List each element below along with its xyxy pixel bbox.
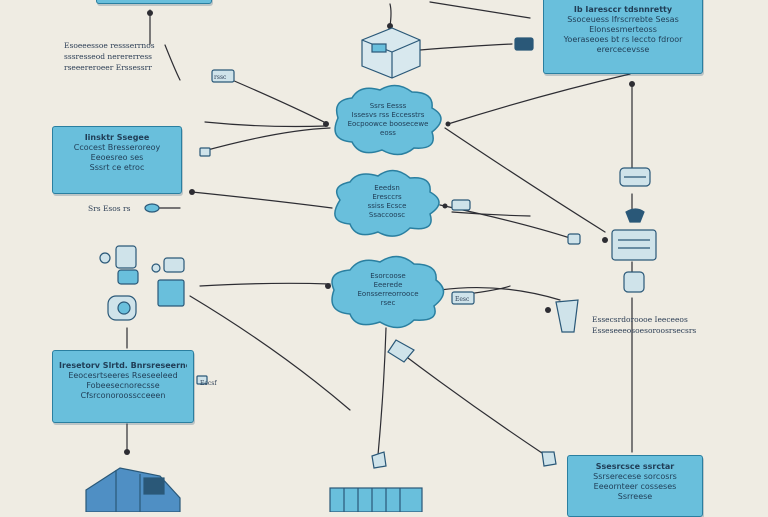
- cloud-node-bottom: [331, 255, 445, 329]
- note-line: sssresseod nerererress: [64, 52, 153, 61]
- plug-icon: [371, 451, 557, 469]
- cloud-bottom-text: Esorcoose Eeerede Eonsserreorrooce rsec: [336, 272, 440, 308]
- printer-icon: [555, 299, 579, 333]
- note-line: Essecsrdoroooe Ieeceeos: [592, 315, 688, 324]
- note-right-mid: Essecsrdoroooe Ieeceeos Esseseeeosoesoro…: [592, 314, 696, 336]
- box-top-right: Ib Iaresccr tdsnnretty Ssoceuess Ifrscrr…: [543, 0, 703, 74]
- box-line: Ssrreese: [617, 492, 653, 501]
- box-line: Ssoceuess Ifrscrrebte Sesas: [567, 15, 679, 24]
- box-bottom-right: Ssesrcsce ssrctar Ssrserecese sorcosrs E…: [567, 455, 703, 517]
- box-title: Iresetorv Slrtd. Bnrsreseernors: [59, 361, 187, 370]
- note-small-b: Eesc: [455, 294, 469, 305]
- connector-line: [377, 327, 387, 456]
- cloud-shapes: [331, 84, 445, 329]
- connector-line: [444, 127, 606, 233]
- note-line: Esoeeessoe ressserrnos: [64, 41, 155, 50]
- note-small-a: rssc: [214, 72, 226, 83]
- box-title: Iinsktr Ssegee: [84, 133, 150, 142]
- data-center-building-icon: [85, 467, 181, 512]
- box-title: Ssesrcsce ssrctar: [595, 462, 675, 471]
- cloud-line: Eeerede: [373, 281, 403, 289]
- device-icons: [85, 27, 657, 512]
- box-top-center-edge: [96, 0, 212, 4]
- cloud-line: Eonsserreorrooce: [357, 290, 419, 298]
- note-small-c: Eecsf: [200, 378, 217, 389]
- cloud-node-middle: [334, 169, 440, 237]
- mini-device-icon: [196, 37, 581, 385]
- box-left-upper: Iinsktr Ssegee Ccocest Bresseroreoy Eeoe…: [52, 126, 182, 194]
- box-line: Ccocest Bresseroreoy: [73, 143, 161, 152]
- cloud-node-top: [334, 84, 442, 156]
- cloud-line: Eresccrs: [372, 193, 402, 201]
- connector-line: [189, 295, 351, 411]
- box-title: Ib Iaresccr tdsnnretty: [573, 5, 673, 14]
- note-line: Eesc: [455, 296, 470, 303]
- box-left-lower: Iresetorv Slrtd. Bnrsreseernors Eeocesrt…: [52, 350, 194, 423]
- box-line: Ssrserecese sorcosrs: [593, 472, 677, 481]
- cloud-line: ssiss Ecsce: [367, 202, 407, 210]
- connector-line: [199, 282, 331, 287]
- box-line: erercecevsse: [596, 45, 650, 54]
- cloud-line: Issesvs rss Eccesstrs: [351, 111, 425, 119]
- cloud-line: Eocpoowce boosecewe: [347, 120, 429, 128]
- tablet-icon: [387, 339, 415, 363]
- connector-line: [447, 73, 631, 125]
- box-line: Yoeraseoes bt rs leccto fdroor: [563, 35, 683, 44]
- workstation-icon: [99, 245, 139, 321]
- connector-line: [451, 211, 531, 217]
- box-line: Eeeornteer cosseses: [593, 482, 677, 491]
- cloud-line: eoss: [380, 129, 396, 137]
- connector-line: [204, 121, 327, 128]
- network-switch-icon: [611, 229, 657, 293]
- note-line: rssc: [214, 74, 227, 81]
- router-icon: [619, 167, 651, 223]
- box-line: Elonsesmerteoss: [589, 25, 657, 34]
- server-rack-icon: [329, 487, 423, 512]
- connector-line: [429, 1, 531, 19]
- box-line: Sssrt ce etroc: [89, 163, 145, 172]
- note-line: Srs Esos rs: [88, 204, 131, 213]
- connector-line: [399, 351, 546, 456]
- connector-line: [231, 79, 329, 125]
- cloud-line: Ssaccoosc: [368, 211, 406, 219]
- cloud-line: Eeedsn: [374, 184, 400, 192]
- cloud-line: Esorcoose: [370, 272, 406, 280]
- camera-icon: [151, 257, 185, 307]
- note-line: rseeereroeer Erssessrr: [64, 63, 152, 72]
- connector-line: [419, 43, 513, 51]
- note-top-left: Esoeeessoe ressserrnos sssresseod nerere…: [64, 40, 155, 73]
- disk-icon: [144, 203, 160, 213]
- connector-line: [389, 3, 392, 27]
- connector-line: [164, 44, 181, 81]
- server-stack-icon: [361, 27, 421, 79]
- box-line: Eeocesrtseeres Rseseeleed: [68, 371, 178, 380]
- connector-line: [191, 191, 333, 209]
- box-line: Eeoesreo ses: [90, 153, 144, 162]
- note-left-mid: Srs Esos rs: [88, 203, 130, 214]
- box-line: Fobeesecnorecsse: [86, 381, 160, 390]
- note-line: Esseseeeosoesoroosrsecsrs: [592, 326, 697, 335]
- cloud-middle-text: Eeedsn Eresccrs ssiss Ecsce Ssaccoosc: [340, 184, 434, 220]
- cloud-line: rsec: [380, 299, 396, 307]
- cloud-line: Ssrs Eesss: [369, 102, 407, 110]
- box-line: Cfsrconoroosscceeen: [80, 391, 166, 400]
- cloud-top-text: Ssrs Eesss Issesvs rss Eccesstrs Eocpoow…: [340, 102, 436, 138]
- note-line: Eecsf: [200, 380, 217, 387]
- connector-line: [199, 127, 331, 153]
